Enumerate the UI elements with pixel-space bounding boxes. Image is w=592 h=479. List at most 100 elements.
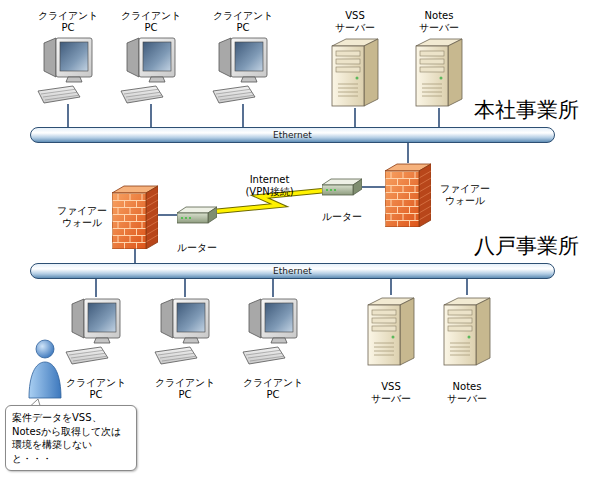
client-pc: クライアント PC: [118, 36, 184, 104]
cable-line: [438, 108, 440, 127]
node-label: クライアント PC: [213, 10, 273, 34]
node-label: クライアント PC: [38, 10, 98, 34]
vss-server: VSS サーバー: [330, 36, 380, 108]
cable-line: [242, 104, 244, 127]
router-symbol: [322, 179, 362, 195]
pc-icon: [240, 297, 306, 365]
speech-bubble: 案件データをVSS、Notesから取得して次は環境を構築しないと・・・: [5, 405, 137, 471]
server-symbol: [332, 39, 378, 106]
network-cable: [185, 279, 186, 297]
pc-icon: [152, 297, 218, 365]
node-label: Notes サーバー: [447, 381, 487, 405]
network-cable: [362, 187, 385, 188]
cable-line: [390, 279, 392, 295]
edge-label: Internet (VPN接続): [245, 174, 293, 198]
network-cable: [467, 279, 468, 295]
notes-server: Notes サーバー: [442, 295, 492, 367]
server-icon: [414, 36, 464, 108]
network-cable: [355, 108, 356, 127]
node-label: クライアント PC: [243, 377, 303, 401]
cable-line: [95, 279, 97, 297]
cable-line: [150, 104, 152, 127]
network-cable: [151, 104, 152, 127]
client-pc: クライアント PC: [210, 36, 276, 104]
router-icon: [177, 205, 217, 225]
cable-line: [67, 104, 69, 127]
notes-server: Notes サーバー: [414, 36, 464, 108]
cable-line: [134, 249, 136, 263]
firewall: ファイアー ウォール: [112, 185, 158, 249]
network-cable: [273, 279, 274, 297]
server-icon: [442, 295, 492, 367]
pc-symbol: [121, 38, 175, 103]
pc-icon: [35, 36, 101, 104]
server-symbol: [444, 298, 490, 365]
node-label: Ethernet: [31, 128, 554, 142]
node-label: クライアント PC: [121, 10, 181, 34]
client-pc: クライアント PC: [35, 36, 101, 104]
cable-line: [184, 279, 186, 297]
site-name: 八戸事業所: [474, 232, 579, 260]
network-cable: [68, 104, 69, 127]
router: ルーター: [322, 177, 362, 197]
node-label: 案件データをVSS、Notesから取得して次は環境を構築しないと・・・: [6, 406, 136, 470]
client-pc: クライアント PC: [152, 297, 218, 365]
person-icon: [29, 340, 61, 398]
cable-line: [158, 214, 177, 216]
ethernet-bus: Ethernet: [30, 263, 555, 279]
pc-icon: [63, 297, 129, 365]
network-cable: [408, 143, 409, 163]
cable-line: [407, 143, 409, 163]
node-label: Notes サーバー: [419, 10, 459, 34]
network-cable: [243, 104, 244, 127]
pc-symbol: [213, 38, 267, 103]
router-icon: [322, 177, 362, 197]
network-cable: [135, 249, 136, 263]
pc-icon: [210, 36, 276, 104]
server-icon: [330, 36, 380, 108]
server-symbol: [368, 298, 414, 365]
network-cable: [96, 279, 97, 297]
server-icon: [366, 295, 416, 367]
firewall-symbol: [112, 186, 158, 249]
network-cable: [439, 108, 440, 127]
node-label: ルーター: [322, 211, 362, 223]
firewall-icon: [112, 185, 158, 249]
network-cable: [391, 279, 392, 295]
firewall-icon: [385, 163, 431, 227]
person-body: [29, 362, 61, 398]
network-cable: [158, 215, 177, 216]
server-symbol: [416, 39, 462, 106]
ethernet-bus: Ethernet: [30, 127, 555, 143]
router: ルーター: [177, 205, 217, 225]
client-pc: クライアント PC: [63, 297, 129, 365]
pc-symbol: [66, 299, 120, 364]
client-pc: クライアント PC: [240, 297, 306, 365]
vss-server: VSS サーバー: [366, 295, 416, 367]
node-label: クライアント PC: [66, 377, 126, 401]
cable-line: [272, 279, 274, 297]
cable-line: [466, 279, 468, 295]
site-name: 本社事業所: [474, 96, 579, 124]
pc-icon: [118, 36, 184, 104]
person-head: [36, 340, 54, 358]
firewall-symbol: [385, 164, 431, 227]
node-label: Ethernet: [31, 264, 554, 278]
node-label: VSS サーバー: [335, 10, 375, 34]
cable-line: [362, 186, 385, 188]
pc-symbol: [38, 38, 92, 103]
node-label: クライアント PC: [155, 377, 215, 401]
node-label: VSS サーバー: [371, 381, 411, 405]
node-label: ファイアー ウォール: [440, 183, 490, 207]
cable-line: [354, 108, 356, 127]
pc-symbol: [155, 299, 209, 364]
node-label: ファイアー ウォール: [57, 205, 107, 229]
pc-symbol: [243, 299, 297, 364]
router-symbol: [177, 207, 217, 223]
firewall: ファイアー ウォール: [385, 163, 431, 227]
node-label: ルーター: [177, 242, 217, 254]
